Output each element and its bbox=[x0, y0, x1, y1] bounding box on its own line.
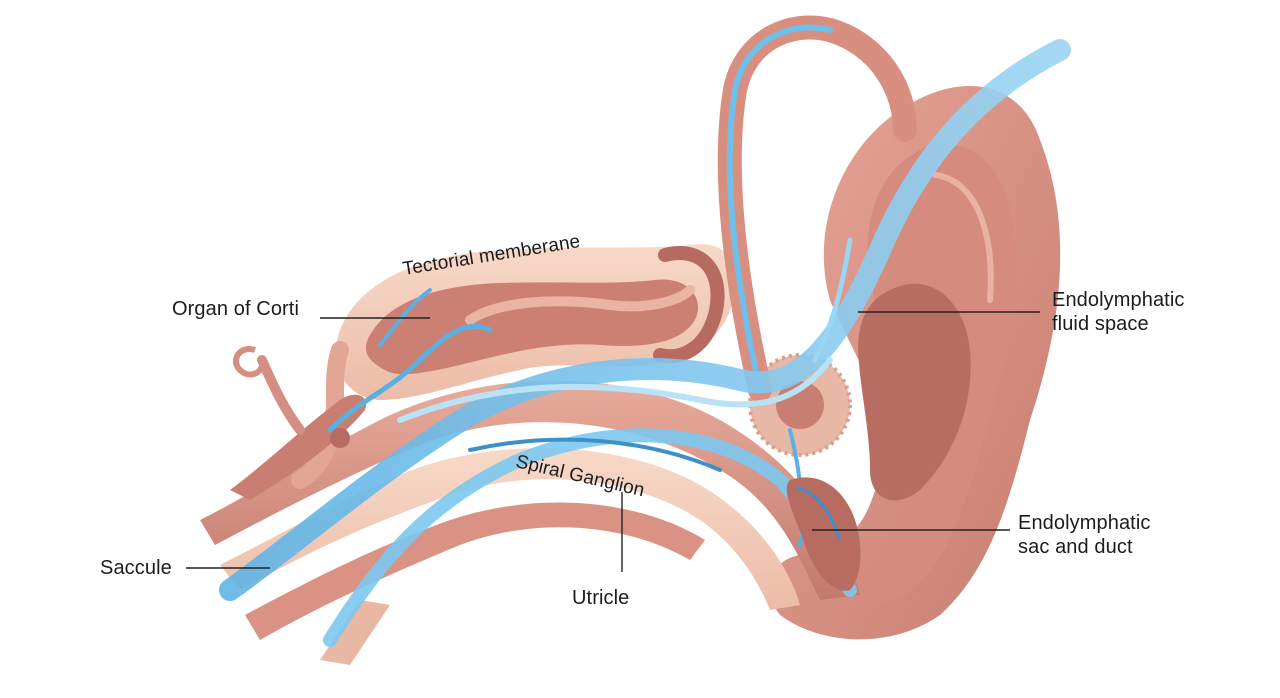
label-endolymphatic-sac-duct: Endolymphatic sac and duct bbox=[1018, 511, 1150, 559]
label-endolymphatic-fluid-space: Endolymphatic fluid space bbox=[1052, 288, 1184, 336]
label-utricle: Utricle bbox=[572, 586, 629, 610]
label-organ-of-corti: Organ of Corti bbox=[172, 297, 299, 321]
label-saccule: Saccule bbox=[100, 556, 172, 580]
